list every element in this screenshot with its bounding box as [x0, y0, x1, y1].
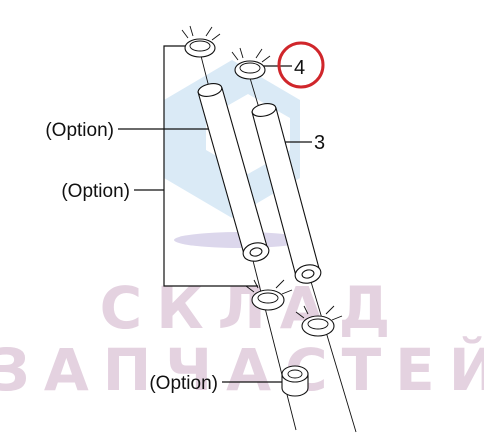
clamp-lower-left	[245, 279, 293, 311]
label-part-4: 4	[294, 57, 305, 79]
watermark-line-2: ЗАПЧАСТЕЙ	[0, 335, 484, 404]
watermark: СКЛАД ЗАПЧАСТЕЙ	[0, 60, 484, 404]
tube-right-top	[251, 103, 277, 117]
highlight-circle	[277, 41, 325, 89]
leader-lines	[118, 45, 312, 383]
tube-left-top	[197, 83, 223, 97]
label-option-3: (Option)	[149, 373, 218, 394]
coupling-bore	[287, 369, 303, 379]
bracket-line	[163, 45, 258, 287]
coupling-top	[281, 365, 309, 383]
tube-right	[251, 103, 322, 284]
clamp-top-right	[231, 47, 271, 80]
label-part-3: 3	[314, 132, 325, 154]
tube-left	[197, 83, 270, 262]
label-option-1: (Option)	[45, 120, 114, 141]
clamp-top-left	[181, 25, 221, 58]
coupling-ring	[281, 365, 309, 397]
watermark-line-1: СКЛАД	[100, 274, 405, 342]
label-option-2: (Option)	[61, 181, 130, 202]
tube-right-bore	[301, 269, 315, 279]
tube-left-bore	[249, 247, 263, 257]
clamp-lower-right	[295, 305, 343, 337]
